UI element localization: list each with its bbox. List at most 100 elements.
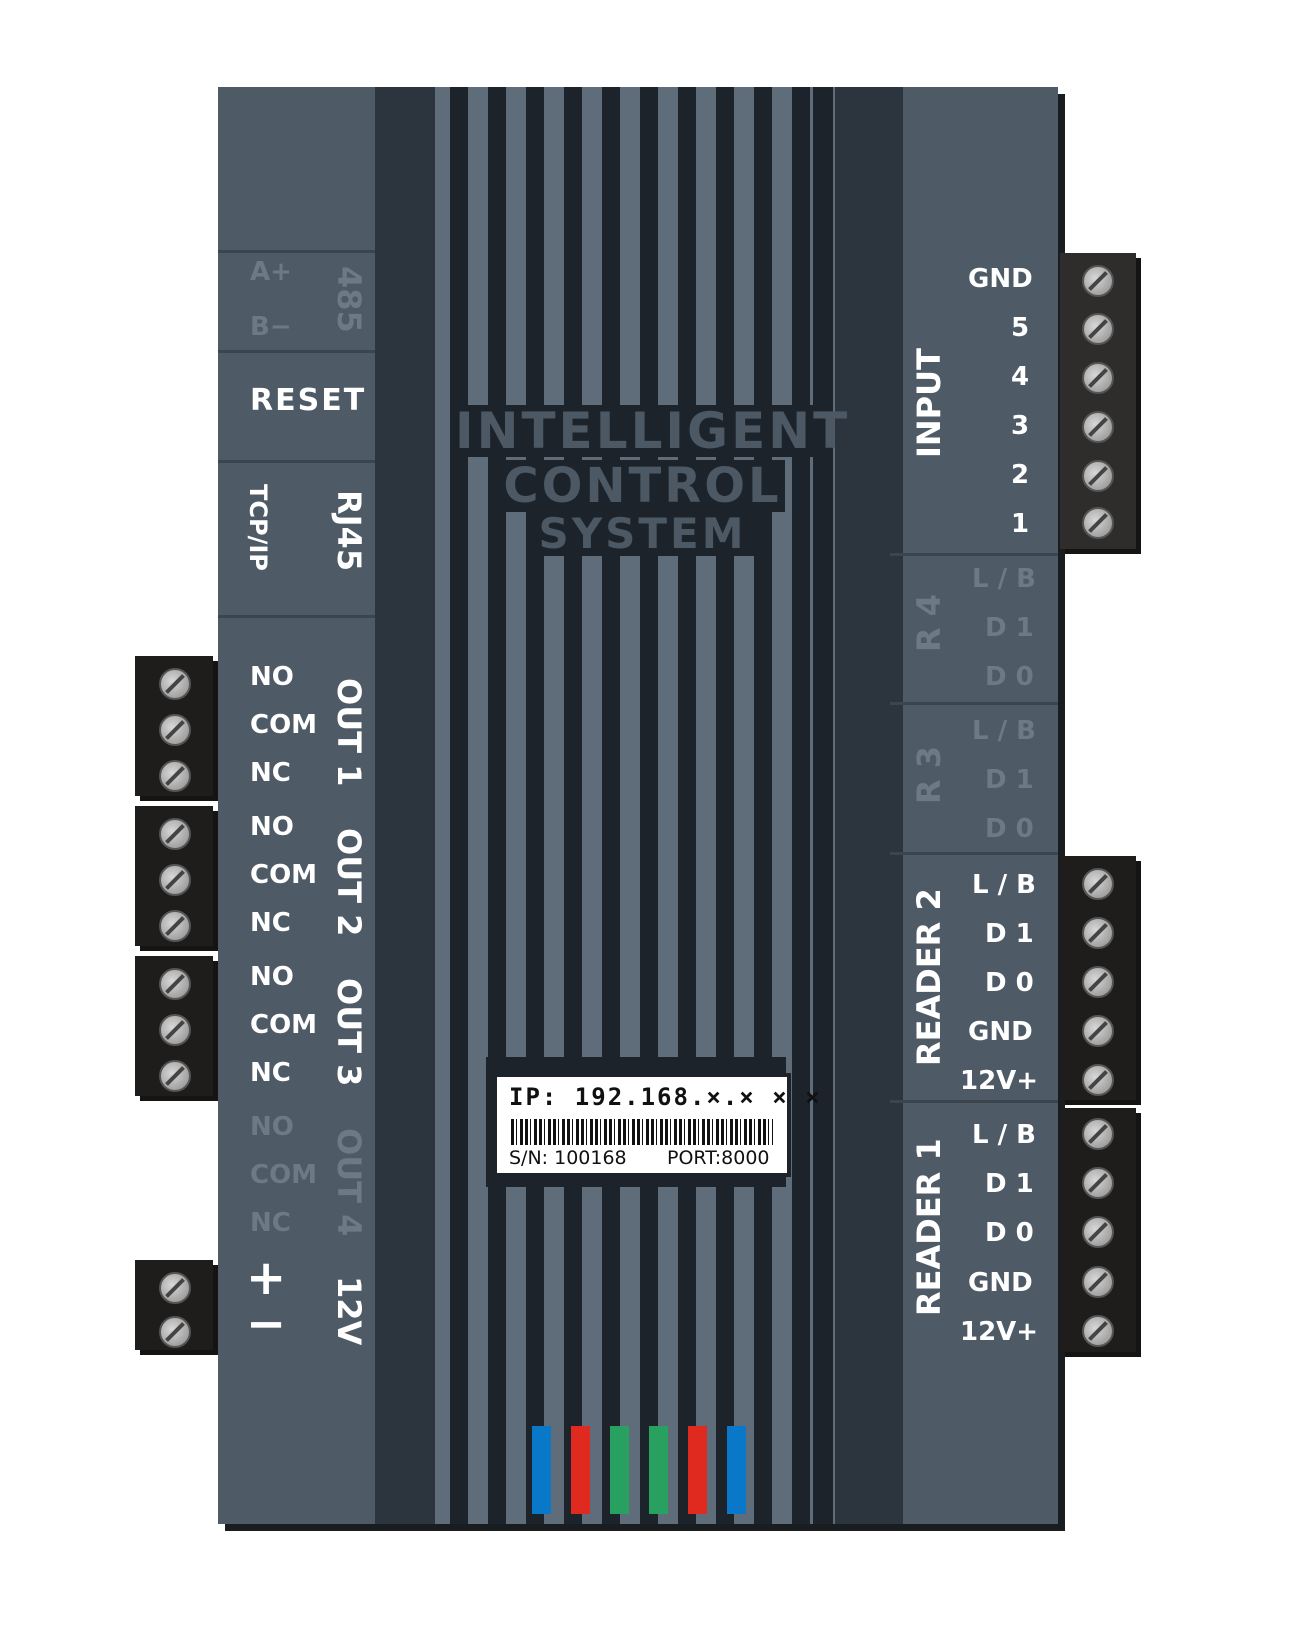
- separator: [218, 250, 375, 253]
- r4-d1-label: D 1: [985, 613, 1034, 643]
- r4-d0-label: D 0: [985, 662, 1034, 692]
- led-blue-1: [532, 1426, 551, 1514]
- screw-icon[interactable]: [159, 1060, 191, 1092]
- out1-no-label: NO: [250, 662, 294, 692]
- screw-icon[interactable]: [1082, 460, 1114, 492]
- input-1-label: 1: [1011, 509, 1030, 539]
- screw-icon[interactable]: [159, 864, 191, 896]
- stripe: [526, 87, 544, 1524]
- r3-d0-label: D 0: [985, 814, 1034, 844]
- ip-sticker: IP: 192.168.×.× × × S/N: 100168 PORT:800…: [493, 1073, 820, 1177]
- reader2-lb-label: L / B: [972, 870, 1036, 900]
- screw-icon[interactable]: [159, 818, 191, 850]
- reader2-gnd-label: GND: [968, 1017, 1033, 1047]
- left-dark-band: [375, 87, 435, 1524]
- screw-icon[interactable]: [1082, 1266, 1114, 1298]
- out2-group-label: OUT 2: [330, 828, 368, 937]
- screw-icon[interactable]: [1082, 313, 1114, 345]
- out4-no-label: NO: [250, 1112, 294, 1142]
- title-line-1: INTELLIGENT: [455, 402, 851, 460]
- led-green-1: [610, 1426, 629, 1514]
- input-2-label: 2: [1011, 460, 1030, 490]
- screw-icon[interactable]: [159, 1014, 191, 1046]
- separator: [218, 460, 375, 463]
- reader2-d0-label: D 0: [985, 968, 1034, 998]
- out2-terminal-block: [135, 806, 213, 946]
- screw-icon[interactable]: [1082, 1015, 1114, 1047]
- sticker-ip: IP: 192.168.×.× × ×: [509, 1083, 822, 1111]
- reader2-group-label: READER 2: [910, 888, 948, 1066]
- led-red-1: [571, 1426, 590, 1514]
- rs485-b-label: B−: [250, 312, 292, 342]
- screw-icon[interactable]: [1082, 1064, 1114, 1096]
- input-5-label: 5: [1011, 313, 1030, 343]
- screw-icon[interactable]: [1082, 411, 1114, 443]
- reset-label: RESET: [250, 383, 367, 418]
- power-plus-label: +: [246, 1250, 287, 1306]
- reader1-group-label: READER 1: [910, 1138, 948, 1316]
- reader1-12v-label: 12V+: [960, 1317, 1039, 1347]
- reader2-d1-label: D 1: [985, 919, 1034, 949]
- screw-icon[interactable]: [1082, 507, 1114, 539]
- screw-icon[interactable]: [1082, 1167, 1114, 1199]
- screw-icon[interactable]: [1082, 265, 1114, 297]
- rj45-group-label: RJ45: [330, 490, 368, 572]
- separator: [218, 615, 375, 618]
- screw-icon[interactable]: [1082, 1118, 1114, 1150]
- screw-icon[interactable]: [159, 760, 191, 792]
- out2-nc-label: NC: [250, 908, 291, 938]
- screw-icon[interactable]: [1082, 1216, 1114, 1248]
- led-blue-2: [727, 1426, 746, 1514]
- r3-group-label: R 3: [910, 745, 948, 804]
- screw-icon[interactable]: [1082, 966, 1114, 998]
- title-line-3: SYSTEM: [530, 512, 755, 556]
- stripe: [678, 87, 696, 1524]
- r3-d1-label: D 1: [985, 765, 1034, 795]
- separator: [890, 553, 1058, 556]
- out3-nc-label: NC: [250, 1058, 291, 1088]
- stripe: [602, 87, 620, 1524]
- out1-terminal-block: [135, 656, 213, 796]
- stripe: [450, 87, 468, 1524]
- separator: [890, 702, 1058, 705]
- input-gnd-label: GND: [968, 264, 1033, 294]
- screw-icon[interactable]: [159, 714, 191, 746]
- screw-icon[interactable]: [159, 910, 191, 942]
- reader2-terminal-block: [1060, 856, 1136, 1100]
- screw-icon[interactable]: [1082, 362, 1114, 394]
- screw-icon[interactable]: [159, 1272, 191, 1304]
- power-group-label: 12V: [330, 1276, 368, 1346]
- out4-nc-label: NC: [250, 1208, 291, 1238]
- out3-terminal-block: [135, 956, 213, 1096]
- out3-group-label: OUT 3: [330, 978, 368, 1087]
- stripe: [813, 87, 833, 1524]
- r4-lb-label: L / B: [972, 564, 1036, 594]
- screw-icon[interactable]: [1082, 917, 1114, 949]
- stripe: [754, 87, 772, 1524]
- separator: [890, 1100, 1058, 1103]
- sticker-sn: S/N: 100168: [509, 1147, 627, 1169]
- reader1-lb-label: L / B: [972, 1120, 1036, 1150]
- input-terminal-block: [1060, 253, 1136, 549]
- screw-icon[interactable]: [1082, 1315, 1114, 1347]
- screw-icon[interactable]: [159, 968, 191, 1000]
- stripe: [488, 87, 506, 1524]
- reader1-d0-label: D 0: [985, 1218, 1034, 1248]
- input-3-label: 3: [1011, 411, 1030, 441]
- input-group-label: INPUT: [910, 348, 948, 458]
- out2-com-label: COM: [250, 860, 318, 890]
- screw-icon[interactable]: [159, 1316, 191, 1348]
- out1-group-label: OUT 1: [330, 678, 368, 787]
- led-green-2: [649, 1426, 668, 1514]
- right-dark-band: [833, 87, 903, 1524]
- stripe: [716, 87, 734, 1524]
- reader1-d1-label: D 1: [985, 1169, 1034, 1199]
- screw-icon[interactable]: [1082, 868, 1114, 900]
- rs485-a-label: A+: [250, 257, 292, 287]
- power-minus-label: −: [246, 1296, 287, 1352]
- separator: [218, 350, 375, 353]
- screw-icon[interactable]: [159, 668, 191, 700]
- led-red-2: [688, 1426, 707, 1514]
- sticker-port: PORT:8000: [667, 1147, 770, 1169]
- out4-com-label: COM: [250, 1160, 318, 1190]
